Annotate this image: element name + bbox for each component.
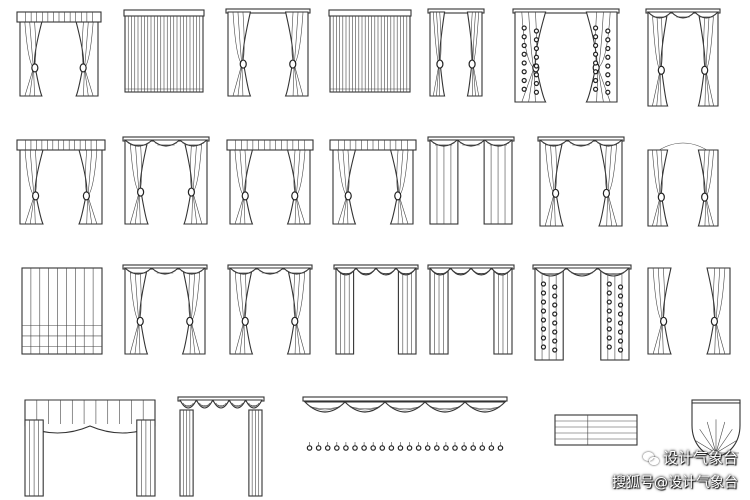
watermark: 设计气象台 搜狐号@设计气象台	[612, 447, 738, 492]
curtain-drawing	[227, 264, 313, 355]
curtain-drawing	[122, 264, 208, 355]
curtain-drawing	[427, 136, 515, 225]
curtain-drawing	[16, 139, 106, 225]
curtain-drawing	[647, 142, 719, 227]
curtain-drawing	[554, 414, 638, 446]
curtain-drawing	[691, 399, 741, 457]
watermark-line1: 设计气象台	[662, 449, 738, 467]
curtain-drawing	[226, 139, 314, 225]
curtain-drawing	[122, 136, 210, 225]
curtain-drawing	[21, 267, 103, 355]
curtain-drawing	[427, 8, 485, 97]
wechat-icon	[642, 451, 659, 465]
curtain-drawing	[537, 136, 625, 227]
curtain-drawing	[333, 264, 419, 355]
curtain-drawing	[16, 11, 102, 97]
curtain-drawing	[24, 399, 156, 497]
curtain-drawing	[328, 9, 412, 93]
curtain-drawing	[225, 8, 311, 97]
curtain-drawing	[302, 396, 508, 451]
curtain-drawing	[427, 264, 515, 355]
curtain-drawing	[645, 8, 721, 107]
curtain-drawing	[532, 264, 632, 361]
curtain-drawing	[512, 8, 620, 103]
curtain-drawing	[329, 139, 417, 225]
watermark-line2: 搜狐号@设计气象台	[612, 475, 738, 491]
curtain-drawing	[647, 267, 731, 355]
curtain-drawing	[123, 9, 205, 93]
curtain-drawing	[177, 396, 265, 497]
